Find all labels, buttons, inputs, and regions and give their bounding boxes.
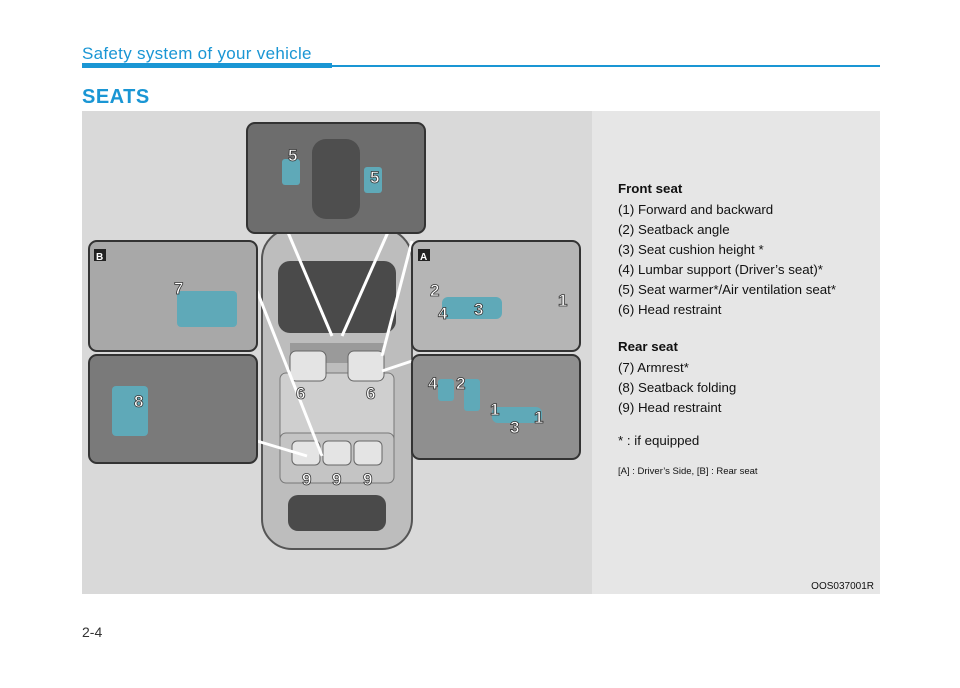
callout-5b: 5 [370, 168, 379, 187]
callout-4a: 4 [438, 304, 448, 323]
legend-sides: [A] : Driver’s Side, [B] : Rear seat [618, 466, 758, 477]
callout-3b: 3 [510, 418, 519, 437]
figure-panel: B A 5 5 7 8 2 4 3 1 4 2 1 1 3 6 6 9 9 [82, 111, 880, 594]
legend-front-heading: Front seat [618, 181, 683, 196]
inset-console [246, 122, 426, 234]
section-title: Safety system of your vehicle [82, 44, 312, 63]
inset-seatback-fold [88, 354, 258, 464]
leader-lines [255, 222, 414, 458]
callout-1c: 1 [534, 408, 543, 427]
seat-diagram-svg: B A 5 5 7 8 2 4 3 1 4 2 1 1 3 6 6 9 9 [88, 122, 581, 550]
callout-5a: 5 [288, 146, 297, 165]
legend-note: * : if equipped [618, 433, 700, 448]
seat-illustration: B A 5 5 7 8 2 4 3 1 4 2 1 1 3 6 6 9 9 [82, 111, 592, 594]
car-top-view [261, 228, 413, 550]
legend: Front seat (1) Forward and backward (2) … [618, 181, 878, 477]
inset-label-a: A [420, 252, 427, 263]
callout-8: 8 [134, 392, 143, 411]
inset-seat-switches [411, 354, 581, 460]
callout-6a: 6 [296, 384, 305, 403]
callout-3a: 3 [474, 300, 483, 319]
callout-1a: 1 [558, 291, 567, 310]
figure-code: OOS037001R [811, 581, 874, 592]
legend-front-item: (6) Head restraint [618, 302, 722, 317]
header-rule-thick [82, 63, 332, 68]
legend-front-item: (4) Lumbar support (Driver’s seat)* [618, 262, 823, 277]
legend-rear-heading: Rear seat [618, 339, 678, 354]
chapter-title: SEATS [82, 86, 150, 108]
callout-9c: 9 [363, 470, 372, 489]
inset-rear-armrest [88, 240, 258, 352]
callout-9a: 9 [302, 470, 311, 489]
callout-2b: 2 [456, 374, 465, 393]
inset-driver-seat [411, 240, 581, 352]
callout-9b: 9 [332, 470, 341, 489]
legend-rear-item: (9) Head restraint [618, 400, 722, 415]
legend-spacer [618, 322, 878, 339]
legend-rear-item: (8) Seatback folding [618, 380, 737, 395]
header-rule-thin [332, 65, 880, 67]
legend-front-item: (2) Seatback angle [618, 222, 730, 237]
callout-4b: 4 [428, 374, 438, 393]
legend-front-item: (3) Seat cushion height * [618, 242, 764, 257]
callout-6b: 6 [366, 384, 375, 403]
callout-7: 7 [174, 279, 183, 298]
legend-front-item: (1) Forward and backward [618, 202, 774, 217]
callout-1b: 1 [490, 400, 499, 419]
inset-label-b: B [96, 252, 103, 263]
legend-rear-item: (7) Armrest* [618, 360, 689, 375]
callout-2a: 2 [430, 281, 439, 300]
page-number: 2-4 [82, 624, 103, 640]
legend-front-item: (5) Seat warmer*/Air ventilation seat* [618, 282, 837, 297]
